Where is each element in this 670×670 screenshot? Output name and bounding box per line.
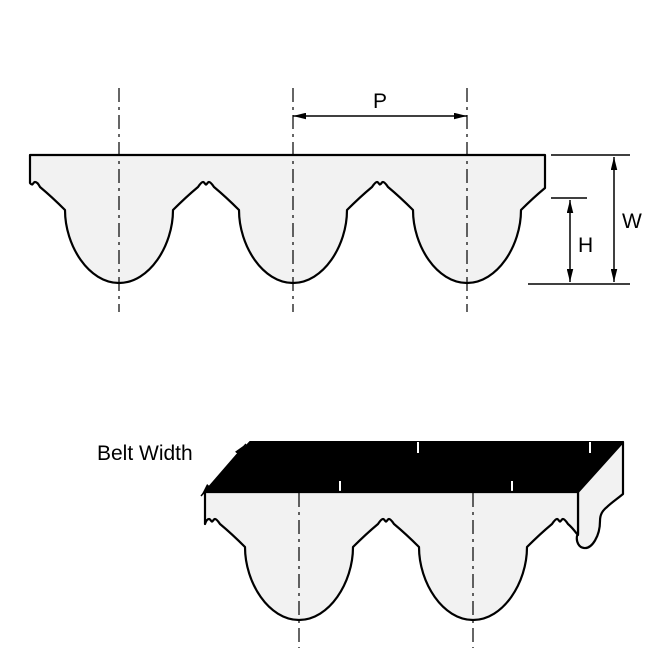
belt-cross-section-profile <box>28 153 547 285</box>
belt-width-arrow <box>200 443 247 497</box>
dimension-belt-height: W <box>528 154 642 285</box>
belt-width-label: Belt Width <box>97 442 193 465</box>
belt-top-surface <box>204 441 624 493</box>
profile-view <box>28 88 547 312</box>
top-surface-tooth-marks <box>339 442 591 492</box>
dimension-tooth-height: H <box>551 197 593 282</box>
belt-height-label: W <box>622 210 642 233</box>
tooth-height-label: H <box>578 234 593 257</box>
pitch-label: P <box>373 90 387 113</box>
tooth-centerlines <box>118 88 468 312</box>
perspective-view <box>203 440 625 648</box>
belt-front-face-profile <box>203 490 580 622</box>
dimension-pitch: P <box>293 90 467 120</box>
belt-end-face <box>575 440 625 550</box>
belt-width-annotation: Belt Width <box>97 442 247 497</box>
tooth-centerlines-3d <box>298 493 474 648</box>
